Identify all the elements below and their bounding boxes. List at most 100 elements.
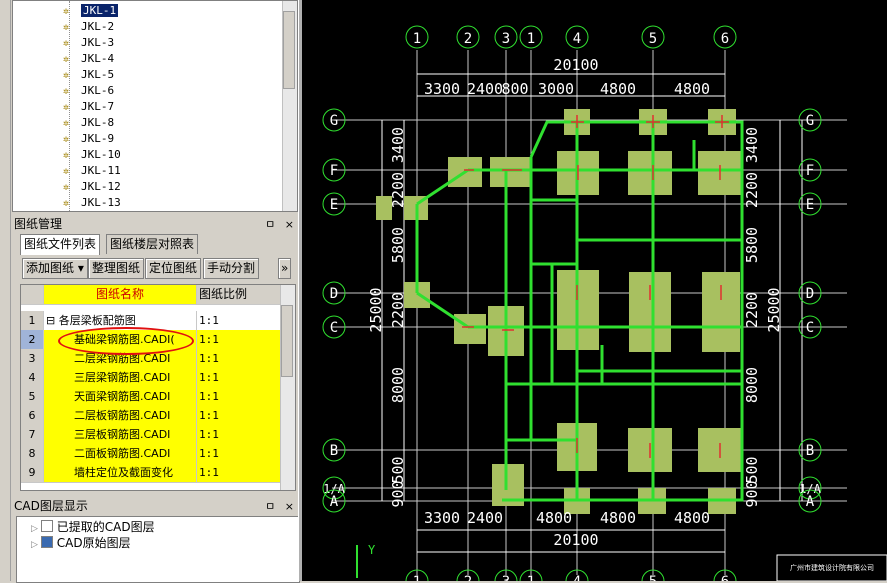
drawing-name[interactable]: 二面板钢筋图.CADI <box>44 444 197 464</box>
tree-scroll-thumb[interactable] <box>283 11 295 89</box>
drawing-ratio[interactable]: 1:1 <box>197 349 284 369</box>
close-icon[interactable]: × <box>284 500 294 513</box>
checkbox-icon[interactable] <box>40 536 53 548</box>
gear-icon: ✲ <box>63 54 70 65</box>
dimension-right: 5800 <box>743 227 761 263</box>
dimension-left: 2200 <box>389 292 407 328</box>
drawing-name[interactable]: 墙柱定位及截面变化 <box>44 463 197 483</box>
tree-item[interactable]: ✲JKL-2 <box>63 19 114 35</box>
tree-item[interactable]: ✲JKL-4 <box>63 51 114 67</box>
manual-split-button[interactable]: 手动分割 <box>203 258 260 279</box>
layers-tree[interactable]: ▷ 已提取的CAD图层 ▷ CAD原始图层 <box>16 516 300 583</box>
dimension-top: 2400 <box>467 80 503 98</box>
drawing-name[interactable]: ⊟ 各层梁板配筋图 <box>44 311 197 331</box>
column-header-name[interactable]: 图纸名称 <box>44 285 197 305</box>
tree-item[interactable]: ✲JKL-7 <box>63 99 114 115</box>
axis-label-top: 1 <box>527 31 535 47</box>
axis-bubble <box>798 108 822 132</box>
column-header-ratio[interactable]: 图纸比例 <box>197 285 284 305</box>
axis-bubble <box>713 569 737 581</box>
drawing-ratio[interactable]: 1:1 <box>197 463 284 483</box>
add-drawing-button[interactable]: 添加图纸 ▾ <box>22 258 88 279</box>
drawing-name[interactable]: 二层梁钢筋图.CADI <box>44 349 197 369</box>
tree-item[interactable]: ✲JKL-5 <box>63 67 114 83</box>
drawing-ratio[interactable]: 1:1 <box>197 330 284 350</box>
table-scroll-thumb[interactable] <box>281 305 293 377</box>
drawing-name[interactable]: 三层板钢筋图.CADI <box>44 425 197 445</box>
expand-icon[interactable]: ▷ <box>31 524 41 534</box>
axis-label-left: C <box>330 320 338 336</box>
axis-bubble <box>798 158 822 182</box>
axis-label-left: E <box>330 197 338 213</box>
gear-icon: ✲ <box>63 198 70 209</box>
axis-bubble <box>322 489 346 513</box>
drawing-name[interactable]: 基础梁钢筋图.CADI( <box>44 330 197 350</box>
axis-bubble <box>798 489 822 513</box>
tree-item[interactable]: ✲JKL-9 <box>63 131 114 147</box>
table-header-num <box>21 285 44 305</box>
axis-bubble <box>519 25 543 49</box>
tab-floor-mapping[interactable]: 图纸楼层对照表 <box>106 234 199 254</box>
drawing-ratio[interactable]: 1:1 <box>197 368 284 388</box>
tree-item-label: JKL-1 <box>81 4 119 17</box>
dimension-top: 800 <box>501 80 528 98</box>
drawing-ratio[interactable]: 1:1 <box>197 406 284 426</box>
organize-drawing-button[interactable]: 整理图纸 <box>88 258 145 279</box>
drawing-ratio[interactable]: 1:1 <box>197 387 284 407</box>
drawing-ratio[interactable]: 1:1 <box>197 425 284 445</box>
dimension-bottom: 4800 <box>674 509 710 527</box>
gear-icon: ✲ <box>63 38 70 49</box>
column-marks <box>462 115 729 458</box>
tree-item[interactable]: ✲JKL-11 <box>63 163 121 179</box>
locate-drawing-button[interactable]: 定位图纸 <box>145 258 202 279</box>
pin-icon[interactable]: ㅁ <box>265 500 276 513</box>
tree-item[interactable]: ✲JKL-13 <box>63 195 121 211</box>
tree-item[interactable]: ✲ JKL-3 <box>63 35 114 51</box>
tree-item[interactable]: ✲JKL-6 <box>63 83 114 99</box>
tree-item[interactable]: ✲JKL-10 <box>63 147 121 163</box>
layer-item-extracted[interactable]: ▷ 已提取的CAD图层 <box>31 520 155 535</box>
layer-item-original[interactable]: ▷ CAD原始图层 <box>31 536 131 551</box>
pin-icon[interactable]: ㅁ <box>265 218 276 231</box>
cad-drawing[interactable] <box>302 0 887 581</box>
tab-drawing-files[interactable]: 图纸文件列表 <box>20 234 101 255</box>
tree-line <box>69 1 70 211</box>
gear-icon: ✲ <box>63 22 70 33</box>
close-icon[interactable]: × <box>284 218 294 231</box>
beam-tree[interactable]: ✲JKL-1✲JKL-2✲JKL-3✲JKL-4✲JKL-5✲JKL-6✲JKL… <box>12 0 298 212</box>
checkbox-icon[interactable] <box>40 520 53 532</box>
tree-scrollbar[interactable] <box>282 1 297 211</box>
cad-canvas[interactable]: 11223311445566GGFFEEDDCCBB1/A1/AAA201003… <box>302 0 887 581</box>
drawing-name[interactable]: 天面梁钢筋图.CADI <box>44 387 197 407</box>
gear-icon: ✲ <box>63 86 70 97</box>
dimension-top: 4800 <box>674 80 710 98</box>
table-scrollbar[interactable] <box>280 285 295 490</box>
dropdown-arrow-icon[interactable]: ▾ <box>77 261 84 275</box>
drawing-name[interactable]: 三层梁钢筋图.CADI <box>44 368 197 388</box>
tree-item-label: JKL-3 <box>81 36 115 49</box>
dimension-lines <box>381 73 803 553</box>
drawing-name[interactable]: 二层板钢筋图.CADI <box>44 406 197 426</box>
more-icon[interactable]: » <box>278 258 292 279</box>
drawing-ratio[interactable]: 1:1 <box>197 444 284 464</box>
dimension-right: 3400 <box>743 127 761 163</box>
tree-item[interactable]: ✲JKL-12 <box>63 179 121 195</box>
expand-icon[interactable]: ▷ <box>31 540 41 550</box>
drawing-ratio[interactable]: 1:1 <box>197 311 284 331</box>
panel-splitter[interactable] <box>298 0 303 581</box>
tree-item[interactable]: ✲JKL-8 <box>63 115 114 131</box>
tree-item-label: JKL-10 <box>81 148 121 161</box>
tree-item[interactable]: ✲JKL-1 <box>63 3 119 19</box>
left-panel: ✲JKL-1✲JKL-2✲JKL-3✲JKL-4✲JKL-5✲JKL-6✲JKL… <box>0 0 300 583</box>
dimension-left: 8000 <box>389 367 407 403</box>
